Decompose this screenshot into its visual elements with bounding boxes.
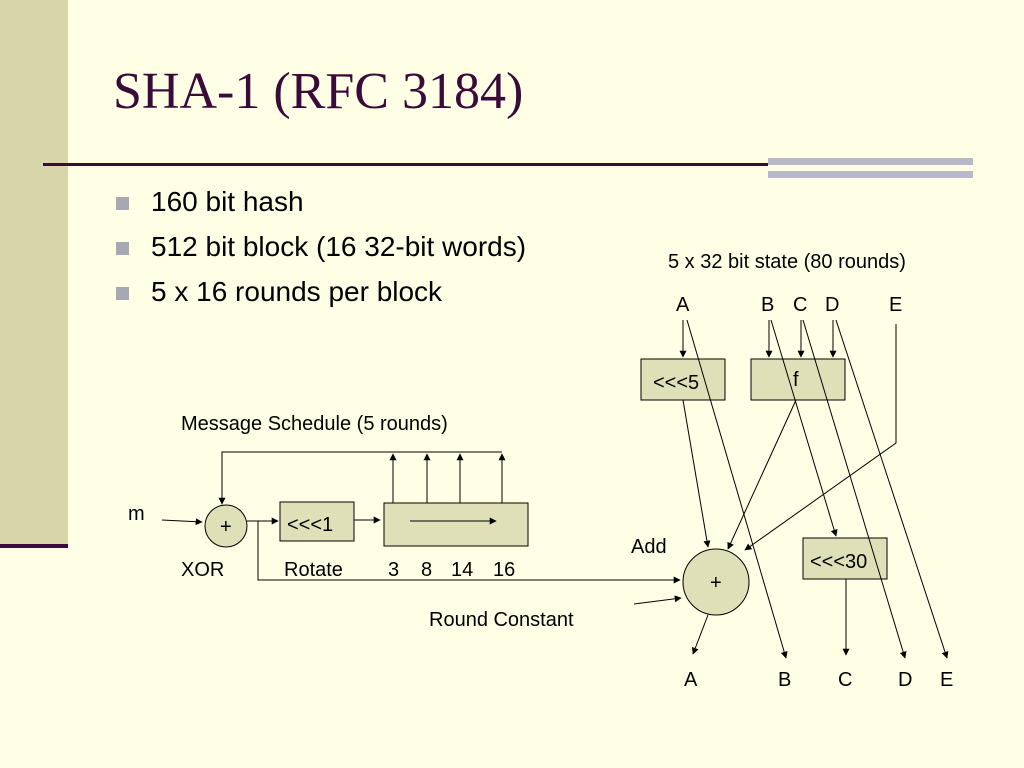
tap-label-14: 14 — [451, 559, 473, 581]
output-label-c: C — [838, 669, 852, 691]
arrow-e-to-adder — [744, 324, 897, 551]
f-label: f — [793, 369, 799, 391]
message-schedule-caption: Message Schedule (5 rounds) — [181, 413, 448, 435]
bullet-text: 512 bit block (16 32-bit words) — [151, 231, 527, 262]
feedback-loop-arrow — [218, 451, 502, 505]
slide-title: SHA-1 (RFC 3184) — [113, 63, 524, 120]
state-caption: 5 x 32 bit state (80 rounds) — [668, 251, 906, 273]
arrow-round-constant — [633, 595, 682, 605]
side-band — [0, 0, 68, 545]
tap-label-8: 8 — [421, 559, 432, 581]
adder-symbol: + — [710, 572, 722, 594]
xor-symbol: + — [220, 516, 232, 538]
f-box — [750, 358, 846, 401]
title-rule — [43, 163, 973, 166]
m-label: m — [128, 503, 145, 525]
rotate-caption: Rotate — [284, 559, 343, 581]
input-label-e: E — [889, 294, 902, 316]
side-band-underline — [0, 544, 68, 548]
rotl30-box — [802, 537, 888, 580]
arrow-m-to-xor — [161, 518, 203, 526]
tap-label-3: 3 — [388, 559, 399, 581]
bullet-text: 160 bit hash — [151, 186, 304, 217]
output-label-a: A — [684, 669, 698, 691]
output-label-d: D — [898, 669, 912, 691]
square-bullet-icon — [116, 287, 129, 300]
input-label-d: D — [825, 294, 839, 316]
tap-label-16: 16 — [493, 559, 515, 581]
title-accent-bar — [768, 158, 973, 178]
shift-register-box — [383, 502, 529, 547]
arrow-c-to-d — [802, 319, 907, 659]
arrow-b-to-rotl30 — [770, 319, 838, 537]
adder-circle — [682, 548, 750, 616]
output-label-b: B — [778, 669, 791, 691]
rotl5-box — [640, 358, 726, 401]
xor-caption: XOR — [181, 559, 224, 581]
rotl1-label: <<<1 — [287, 514, 333, 536]
bullet-item: 5 x 16 rounds per block — [113, 274, 526, 319]
input-label-a: A — [676, 294, 690, 316]
input-label-c: C — [793, 294, 807, 316]
xor-circle — [204, 504, 248, 548]
bullet-list: 160 bit hash 512 bit block (16 32-bit wo… — [113, 184, 526, 319]
output-label-e: E — [940, 669, 953, 691]
bullet-text: 5 x 16 rounds per block — [151, 276, 443, 307]
bullet-item: 160 bit hash — [113, 184, 526, 229]
square-bullet-icon — [116, 197, 129, 210]
bullet-item: 512 bit block (16 32-bit words) — [113, 229, 526, 274]
arrow-rotl5-to-adder — [682, 399, 711, 548]
add-caption: Add — [631, 536, 667, 558]
arrow-d-to-e — [835, 319, 949, 659]
round-constant-label: Round Constant — [429, 609, 574, 631]
arrow-a-to-b — [686, 319, 788, 659]
square-bullet-icon — [116, 242, 129, 255]
arrow-adder-to-a — [691, 614, 709, 655]
rotl5-label: <<<5 — [653, 372, 699, 394]
input-label-b: B — [761, 294, 774, 316]
arrow-f-to-adder — [727, 399, 797, 550]
rotl1-box — [279, 501, 355, 542]
rotl30-label: <<<30 — [810, 551, 867, 573]
arrow-schedule-to-adder — [257, 521, 681, 584]
